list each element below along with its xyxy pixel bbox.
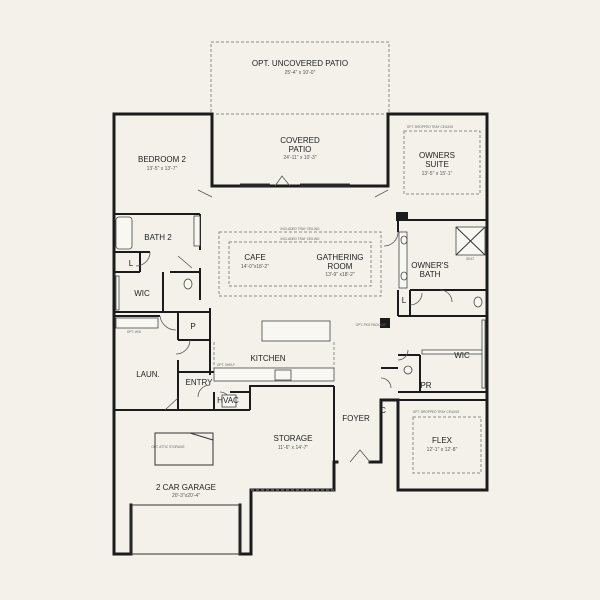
vanity xyxy=(193,215,201,247)
laun-opt-note: OPT. W/D xyxy=(127,330,142,334)
hvac-label: HVAC xyxy=(217,396,239,405)
owners-tray-outline xyxy=(403,130,481,195)
storage-dim: 11'-6" x 14'-7" xyxy=(278,445,309,451)
cafe-tray-outline xyxy=(218,231,382,297)
opt-shelf-note: OPT. SHELF xyxy=(217,363,235,367)
cafe-dim: 14'-0"x18'-2" xyxy=(241,264,269,270)
room-labels: OPT. UNCOVERED PATIO 25'-4" x 10'-0" BED… xyxy=(127,59,474,499)
hvac-box xyxy=(221,394,237,408)
owners-vanity xyxy=(398,231,408,289)
linen-right-label: L xyxy=(402,296,407,305)
bedroom2-dim: 13'-5" x 13'-7" xyxy=(147,166,178,172)
column-block xyxy=(380,318,390,328)
attic-storage xyxy=(154,432,214,466)
opt-uncovered-patio-outline xyxy=(210,41,390,115)
owners-suite-dim: 13'-5" x 15'-1" xyxy=(422,171,453,177)
owners-bath-label-2: BATH xyxy=(420,270,441,279)
wic-right-label: WIC xyxy=(454,351,470,360)
powder-label: PR xyxy=(420,381,431,390)
flex-label: FLEX xyxy=(432,436,453,445)
patio-sliding-doors xyxy=(197,175,389,198)
bath2-label: BATH 2 xyxy=(144,233,172,242)
wic-shelf xyxy=(421,349,485,355)
linen-label: L xyxy=(129,259,134,268)
covered-patio-label-1: COVERED xyxy=(280,136,320,145)
flex-tray-note: OPT. DROPPED TRAY CEILING xyxy=(413,410,460,414)
kitchen-island xyxy=(261,320,331,342)
foyer-label: FOYER xyxy=(342,414,370,423)
included-tray-note-2: INCLUDED TRAY CEILING xyxy=(281,237,320,241)
wic-shelf xyxy=(115,275,120,311)
pantry-label: P xyxy=(190,322,195,331)
gathering-room-label-2: ROOM xyxy=(328,262,353,271)
opt-uncovered-patio-label: OPT. UNCOVERED PATIO xyxy=(252,59,348,68)
powder-toilet xyxy=(403,365,413,375)
laundry-counter xyxy=(115,317,159,329)
cooktop xyxy=(274,369,292,381)
wic-left-label: WIC xyxy=(134,289,150,298)
owners-suite-label-1: OWNERS xyxy=(419,151,455,160)
owners-tray-note: OPT. DROPPED TRAY CEILING xyxy=(407,125,454,129)
garage-dim: 20'-3"x20'-4" xyxy=(172,493,200,499)
tub xyxy=(115,216,133,250)
owners-suite-label-2: SUITE xyxy=(425,160,449,169)
laundry-label: LAUN. xyxy=(136,370,160,379)
opt-package-note: OPT. PKG PACKAGE xyxy=(356,323,387,327)
storage-label: STORAGE xyxy=(274,434,313,443)
owners-bath-label-1: OWNER'S xyxy=(411,261,449,270)
flex-tray-outline xyxy=(412,416,482,474)
owners-sink xyxy=(400,271,408,281)
opt-uncovered-patio-dim: 25'-4" x 10'-0" xyxy=(285,70,316,76)
gathering-room-label-1: GATHERING xyxy=(317,253,364,262)
attic-note: OPT. ATTIC STORAGE xyxy=(151,445,184,449)
seat-note: SEAT xyxy=(466,257,474,261)
garage-label: 2 CAR GARAGE xyxy=(156,483,216,492)
included-tray-note: INCLUDED TRAY CEILING xyxy=(281,227,320,231)
flex-dim: 12'-1" x 12'-8" xyxy=(427,447,458,453)
covered-patio-dim: 24'-11" x 10'-3" xyxy=(283,155,316,161)
kitchen-counter xyxy=(213,367,335,382)
cafe-label: CAFE xyxy=(244,253,265,262)
closet-label: C xyxy=(380,406,386,415)
cafe-tray-inner xyxy=(228,241,372,287)
gathering-room-dim: 13'-9" x18'-2" xyxy=(325,272,355,278)
covered-patio-label-2: PATIO xyxy=(289,145,312,154)
column-block xyxy=(396,212,408,221)
wic-shelf xyxy=(481,319,486,389)
owners-toilet xyxy=(473,296,483,308)
bedroom2-label: BEDROOM 2 xyxy=(138,155,187,164)
toilet xyxy=(183,278,193,290)
kitchen-label: KITCHEN xyxy=(250,354,285,363)
garage-door xyxy=(130,504,241,555)
entry-label: ENTRY xyxy=(186,378,214,387)
owners-sink xyxy=(400,235,408,245)
